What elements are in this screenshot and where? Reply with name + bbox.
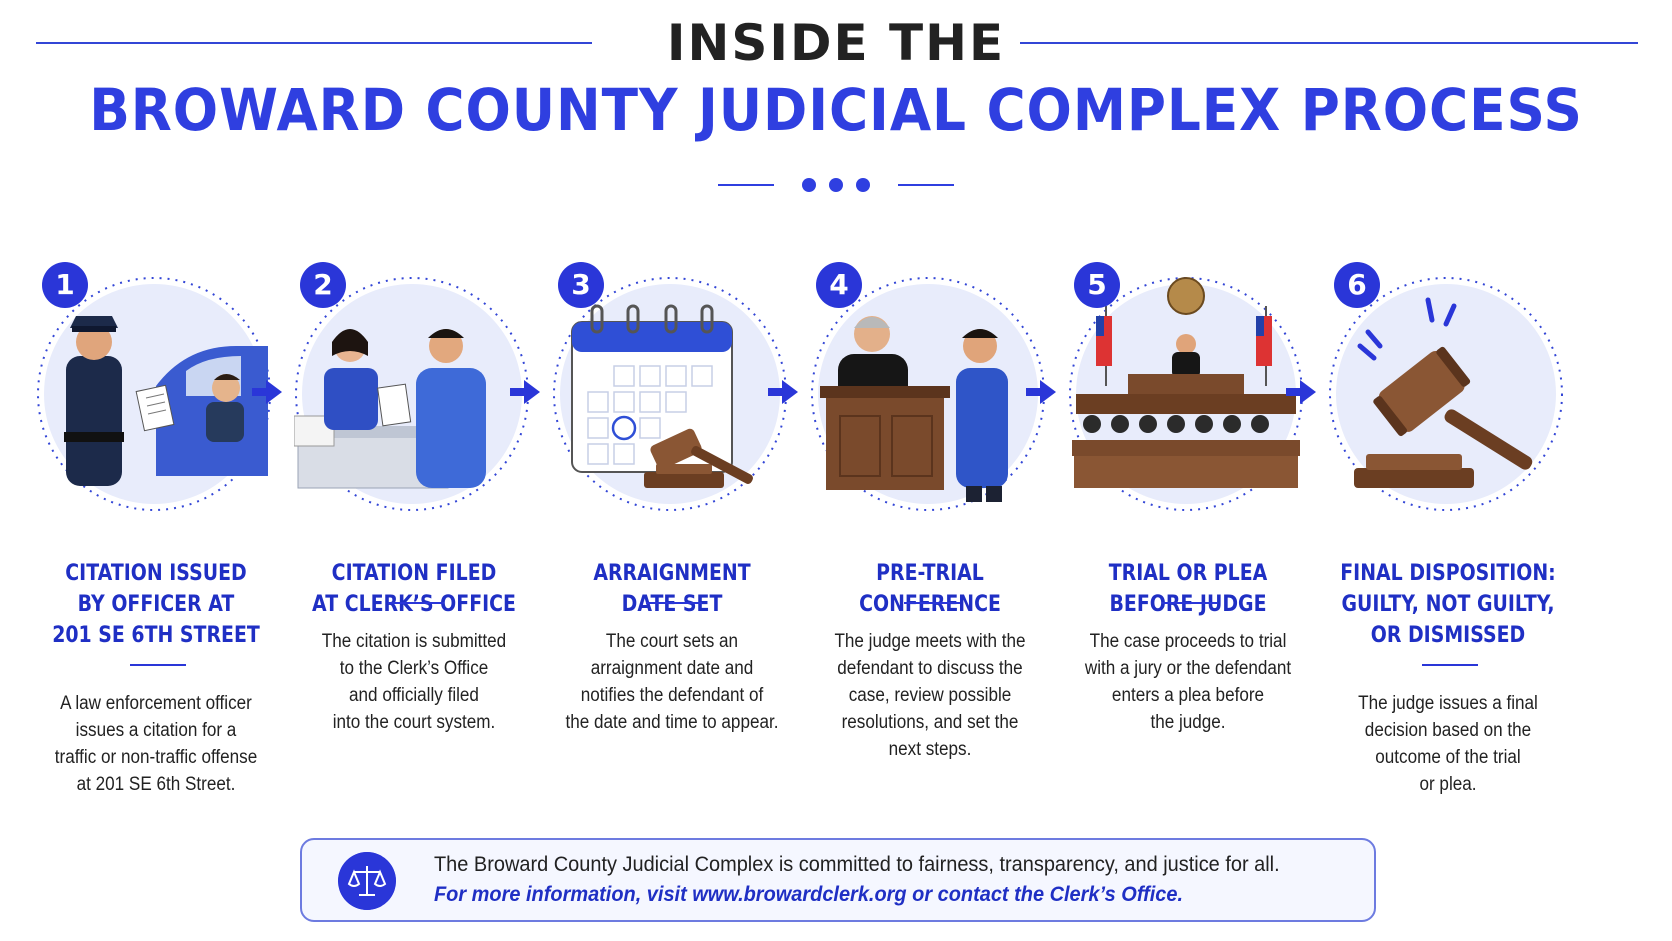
step-description: The case proceeds to trial with a jury o… xyxy=(1084,631,1292,733)
step-description: A law enforcement officer issues a citat… xyxy=(54,693,258,795)
title-divider xyxy=(718,175,954,195)
arrow-right-icon xyxy=(1286,380,1316,404)
title-top: INSIDE THE xyxy=(666,14,1006,72)
officer-issuing-citation-icon xyxy=(37,277,271,511)
step-number-badge: 6 xyxy=(1334,262,1380,308)
judge-conference-icon xyxy=(811,277,1045,511)
heading-underline xyxy=(646,602,702,604)
step-heading: CITATION FILED AT CLERK’S OFFICE xyxy=(312,561,516,617)
heading-underline xyxy=(1422,664,1478,666)
step-heading: PRE-TRIAL CONFERENCE xyxy=(859,561,1001,617)
step-heading: ARRAIGNMENT DATE SET xyxy=(593,561,751,617)
heading-underline xyxy=(388,602,444,604)
step-number-badge: 2 xyxy=(300,262,346,308)
arrow-right-icon xyxy=(510,380,540,404)
courtroom-trial-icon xyxy=(1069,277,1303,511)
header-rule-right xyxy=(1020,42,1638,44)
calendar-gavel-icon xyxy=(553,277,787,511)
header-rule-left xyxy=(36,42,592,44)
step-heading: CITATION ISSUED BY OFFICER AT 201 SE 6TH… xyxy=(52,561,260,648)
step-number-badge: 3 xyxy=(558,262,604,308)
step-description: The judge issues a final decision based … xyxy=(1358,693,1538,795)
scales-of-justice-icon xyxy=(338,852,396,910)
step-number-badge: 4 xyxy=(816,262,862,308)
heading-underline xyxy=(904,602,960,604)
footer-banner: The Broward County Judicial Complex is c… xyxy=(300,838,1376,922)
step-description: The citation is submitted to the Clerk’s… xyxy=(321,631,507,733)
step-heading: FINAL DISPOSITION: GUILTY, NOT GUILTY, O… xyxy=(1340,561,1556,648)
heading-underline xyxy=(1162,602,1218,604)
arrow-right-icon xyxy=(768,380,798,404)
step-description: The court sets an arraignment date and n… xyxy=(565,631,779,733)
page-title: BROWARD COUNTY JUDICIAL COMPLEX PROCESS xyxy=(89,76,1583,144)
heading-underline xyxy=(130,664,186,666)
clerk-office-filing-icon xyxy=(294,277,529,511)
gavel-strike-icon xyxy=(1329,277,1563,511)
arrow-right-icon xyxy=(252,380,282,404)
step-number-badge: 1 xyxy=(42,262,88,308)
arrow-right-icon xyxy=(1026,380,1056,404)
step-number-badge: 5 xyxy=(1074,262,1120,308)
step-description: The judge meets with the defendant to di… xyxy=(834,631,1026,760)
step-heading: TRIAL OR PLEA BEFORE JUDGE xyxy=(1108,561,1268,617)
footer-statement: The Broward County Judicial Complex is c… xyxy=(434,853,1280,876)
footer-contact-info: For more information, visit www.browardc… xyxy=(434,883,1184,906)
